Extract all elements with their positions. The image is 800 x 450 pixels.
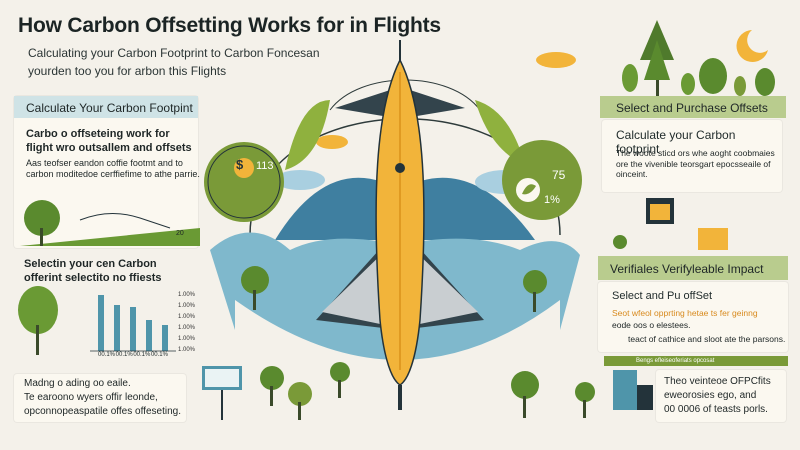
bar-label-4: 00.1%	[150, 352, 168, 358]
axis-tick-2: 1.00%	[178, 303, 196, 309]
footprint-trend-graphic	[20, 200, 200, 246]
bars	[98, 295, 168, 351]
bottom-left-line-2: Te earoono wyers offir leonde,	[24, 392, 158, 403]
coin-circle	[204, 142, 284, 222]
bottom-left-card: Madng o ading oo eaile. Te earoono wyers…	[14, 374, 186, 422]
bottom-right-card: Theo veinteoe OFPCfits eweorosies ego, a…	[656, 370, 786, 422]
bar-label-2: 00.1%	[115, 352, 133, 358]
tree-group-right	[511, 235, 627, 418]
bottom-left-line-1: Madng o ading oo eaile.	[24, 378, 131, 389]
calculate-panel: Calculate Your Carbon Footpint Carbo o o…	[14, 96, 200, 248]
leaf-right	[475, 100, 525, 165]
calculate-panel-heading: Carbo o offseteing work for flight wro o…	[26, 128, 192, 154]
cloud-top-right	[536, 52, 576, 68]
tree-group-left	[241, 266, 350, 420]
axis-tick-5: 1.00%	[178, 336, 196, 342]
bar-chart	[18, 286, 176, 355]
calculate-card-body: The woote sticd ors whe aoght coobmaies …	[616, 148, 775, 180]
select-purchase-band	[600, 96, 786, 118]
calculate-panel-title: Calculate Your Carbon Footpint	[26, 101, 193, 115]
bar-5	[162, 325, 168, 351]
cockpit-window	[395, 163, 405, 173]
select-card-line-1: Seot wfeol opprting hetae ts fer geinng	[612, 308, 758, 318]
bar-label-3: 00.1%	[133, 352, 151, 358]
offset-circle	[502, 140, 582, 220]
bar-3	[130, 307, 136, 351]
coin-symbol: $	[236, 157, 244, 172]
select-offset-title: Selectin your cen Carbon offerint select…	[24, 258, 162, 284]
offset-percent-2: 1%	[544, 194, 560, 206]
verifiable-title: Verifiales Verifyleable Impact	[610, 262, 764, 276]
select-purchase-title: Select and Purchase Offsets	[616, 101, 768, 115]
bottom-left-line-3: opconnopeaspatile offes offeseting.	[24, 406, 181, 417]
subtitle-line-2: yourden too you for arbon this Flights	[28, 64, 227, 78]
building-icon	[613, 370, 637, 410]
bottom-right-line-1: Theo veinteoe OFPCfits	[664, 376, 771, 387]
calculate-panel-body: Aas teofser eandon coffie footmt and to …	[26, 158, 200, 180]
status-strip: Bengs efleiseoferiats opcosat	[604, 356, 788, 366]
bar-2	[114, 305, 120, 351]
status-strip-text: Bengs efleiseoferiats opcosat	[636, 358, 715, 364]
select-card-line-3: teact of cathice and sloot ate the parso…	[628, 334, 786, 344]
axis-tick-3: 1.00%	[178, 314, 196, 320]
calculate-card-title: Calculate your Carbon footprint	[616, 128, 736, 156]
bar-1	[98, 295, 104, 351]
coin-icon	[234, 158, 254, 178]
leaf-left	[285, 100, 330, 170]
trend-label: 20	[176, 230, 184, 237]
moon-icon	[736, 30, 768, 62]
bottom-right-line-3: 00 0006 of teasts porls.	[664, 404, 768, 415]
subtitle-line-1: Calculating your Carbon Footprint to Car…	[28, 46, 320, 60]
forest-top-right	[622, 20, 775, 100]
select-card-title: Select and Pu offSet	[612, 290, 713, 302]
select-card-line-2: eode oos o elestees.	[612, 320, 691, 330]
bottom-right-line-2: eweorosies ego, and	[664, 390, 757, 401]
page-title: How Carbon Offsetting Works for in Fligh…	[18, 14, 441, 37]
axis-tick-6: 1.00%	[178, 347, 196, 353]
verifiable-band	[598, 256, 788, 280]
calculate-card: Calculate your Carbon footprint The woot…	[602, 120, 782, 192]
axis-tick-4: 1.00%	[178, 325, 196, 331]
axis-tick-1: 1.00%	[178, 292, 196, 298]
bar-label-1: 00.1%	[98, 352, 116, 358]
select-card: Select and Pu offSet Seot wfeol opprting…	[598, 282, 788, 352]
small-cloud-yellow	[316, 135, 348, 149]
coin-amount: 113	[256, 160, 274, 172]
bar-4	[146, 320, 152, 351]
cloud-left	[275, 170, 325, 190]
phone-icon	[698, 228, 728, 250]
offset-percent-1: 75	[552, 168, 566, 182]
